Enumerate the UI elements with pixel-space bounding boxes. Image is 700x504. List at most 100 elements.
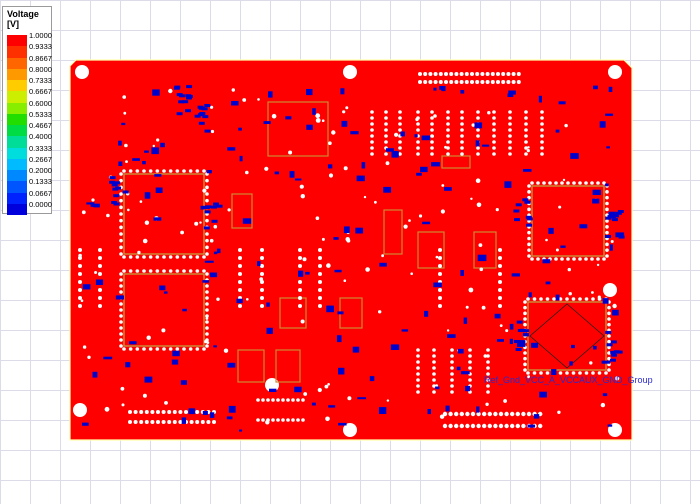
- pin-column: [508, 134, 512, 138]
- pin-column: [540, 140, 544, 144]
- pin-column: [432, 390, 436, 394]
- pin-column: [438, 296, 442, 300]
- smd-pad: [185, 94, 192, 98]
- chip-pin: [584, 181, 588, 185]
- smd-pad: [213, 345, 217, 348]
- smd-pad: [238, 127, 242, 131]
- chip-pin: [202, 255, 206, 259]
- smd-pad: [205, 205, 212, 209]
- chip-pin: [526, 371, 530, 375]
- via: [125, 160, 128, 164]
- chip-pin: [182, 169, 186, 173]
- smd-pad: [285, 116, 292, 120]
- smd-pad: [163, 291, 168, 294]
- smd-pad: [328, 405, 336, 408]
- smd-pad: [202, 280, 210, 283]
- smd-pad: [496, 339, 504, 342]
- pin-column: [384, 128, 388, 132]
- header-pin: [286, 398, 290, 402]
- smd-pad: [465, 385, 471, 392]
- pin-column: [450, 378, 454, 382]
- smd-pad: [269, 388, 277, 392]
- header-pin: [459, 423, 464, 429]
- header-pin: [161, 410, 166, 414]
- via: [142, 393, 147, 398]
- smd-pad: [361, 162, 366, 169]
- chip-pin: [148, 347, 153, 351]
- chip-pin: [205, 320, 209, 324]
- legend-swatch: [7, 203, 27, 215]
- smd-pad: [326, 305, 334, 313]
- chip-pin: [545, 297, 550, 301]
- via: [408, 219, 411, 222]
- header-pin: [276, 418, 280, 422]
- header-pin: [139, 410, 144, 414]
- chip-pin: [205, 308, 209, 312]
- smd-pad: [125, 362, 131, 368]
- smd-pad: [593, 345, 597, 350]
- chip-pin: [202, 347, 206, 351]
- via: [439, 414, 445, 419]
- header-pin: [511, 80, 516, 84]
- via: [385, 161, 390, 166]
- pin-column: [508, 110, 512, 114]
- chip-pin: [195, 347, 200, 351]
- pin-column: [540, 122, 544, 126]
- pin-column: [78, 264, 82, 268]
- header-pin: [128, 420, 132, 424]
- via: [300, 194, 305, 199]
- pin-column: [98, 304, 102, 308]
- smd-pad: [202, 115, 209, 119]
- via: [209, 238, 214, 243]
- legend-swatch: [7, 136, 27, 148]
- pin-column: [238, 304, 242, 308]
- chip-pin: [205, 238, 209, 243]
- smd-pad: [176, 112, 183, 116]
- smd-pad: [266, 302, 270, 307]
- chip-pin: [590, 181, 594, 185]
- component-outline: [417, 231, 445, 269]
- pin-column: [318, 288, 322, 292]
- header-pin: [281, 418, 285, 422]
- chip-pin: [148, 269, 153, 273]
- header-pin: [490, 72, 495, 76]
- mounting-hole: [608, 65, 622, 79]
- smd-pad: [444, 187, 452, 191]
- via: [144, 220, 150, 225]
- header-pin: [438, 80, 443, 84]
- pin-column: [492, 122, 496, 126]
- pin-column: [446, 128, 450, 132]
- chip-pin: [142, 169, 146, 173]
- via: [465, 305, 469, 309]
- chip-pin: [122, 255, 126, 259]
- pin-column: [318, 272, 322, 276]
- smd-pad: [558, 101, 566, 105]
- chip-pin: [596, 181, 600, 185]
- via: [347, 396, 352, 401]
- via: [568, 292, 572, 296]
- smd-pad: [334, 269, 342, 273]
- via: [288, 150, 293, 155]
- pin-column: [416, 366, 420, 370]
- smd-pad: [242, 218, 252, 224]
- header-pin: [454, 80, 459, 84]
- via: [137, 250, 141, 255]
- pin-column: [298, 288, 302, 292]
- chip-pin: [523, 362, 527, 367]
- via: [317, 387, 322, 393]
- smd-pad: [204, 260, 214, 263]
- pin-column: [370, 122, 374, 126]
- chip-pin: [552, 297, 556, 301]
- smd-pad: [571, 344, 575, 349]
- legend-label: 0.8667: [29, 53, 52, 63]
- smd-pad: [476, 406, 480, 413]
- pin-column: [540, 146, 544, 150]
- pin-column: [370, 140, 374, 144]
- via: [180, 230, 185, 235]
- via: [121, 403, 125, 407]
- smd-pad: [132, 158, 140, 161]
- via: [271, 113, 277, 119]
- chip-pin: [119, 320, 123, 324]
- via: [597, 295, 601, 299]
